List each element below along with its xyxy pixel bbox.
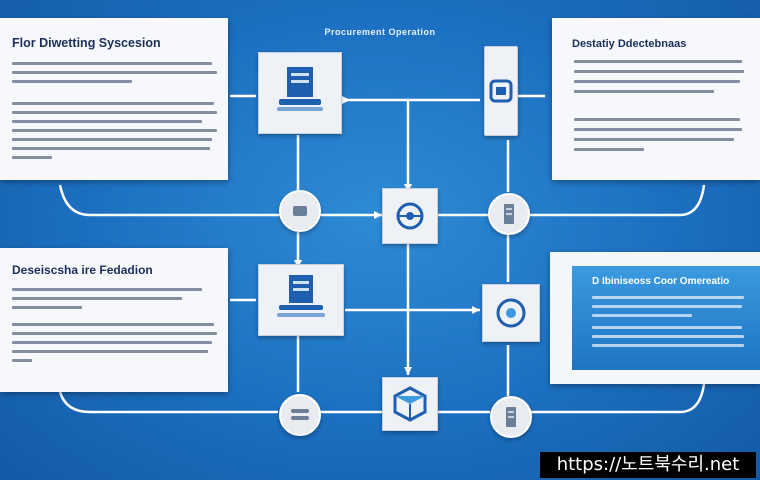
printer-icon [293, 206, 307, 216]
circle-node-top-right [488, 193, 530, 235]
document-stack-icon [277, 275, 325, 317]
circle-node-bottom-left [279, 394, 321, 436]
panel-top-left: Flor Diwetting Syscesion [0, 18, 228, 180]
node-mid-right [482, 284, 540, 342]
package-icon [393, 386, 427, 422]
device-icon [489, 79, 513, 103]
node-document-top [258, 52, 342, 134]
target-icon [496, 298, 526, 328]
panel-bottom-right: D Ibiniseoss Coor Omereatio [550, 252, 760, 384]
panel-title: Destatiy Ddectebnaas [572, 38, 687, 50]
node-center [382, 188, 438, 244]
panel-bottom-left: Deseiscsha ire Fedadion [0, 248, 228, 392]
document-stack-icon [277, 67, 323, 111]
panel-top-right: Destatiy Ddectebnaas [552, 18, 760, 180]
panel-highlight [572, 266, 760, 370]
diagram-heading: Procurement Operation [324, 27, 436, 37]
node-bottom-center [382, 377, 438, 431]
node-device-top-right [484, 46, 518, 136]
circle-node-bottom-right [490, 396, 532, 438]
server-icon [504, 204, 514, 224]
watermark-label: https://노트북수리.net [540, 452, 756, 478]
panel-title: Deseiscsha ire Fedadion [12, 263, 153, 277]
stack-icon [291, 409, 309, 420]
node-document-bottom [258, 264, 344, 336]
panel-title: Flor Diwetting Syscesion [12, 36, 161, 50]
circle-node-top-left [279, 190, 321, 232]
gear-icon [396, 202, 424, 230]
panel-title: D Ibiniseoss Coor Omereatio [592, 276, 730, 287]
server-icon [506, 407, 516, 427]
